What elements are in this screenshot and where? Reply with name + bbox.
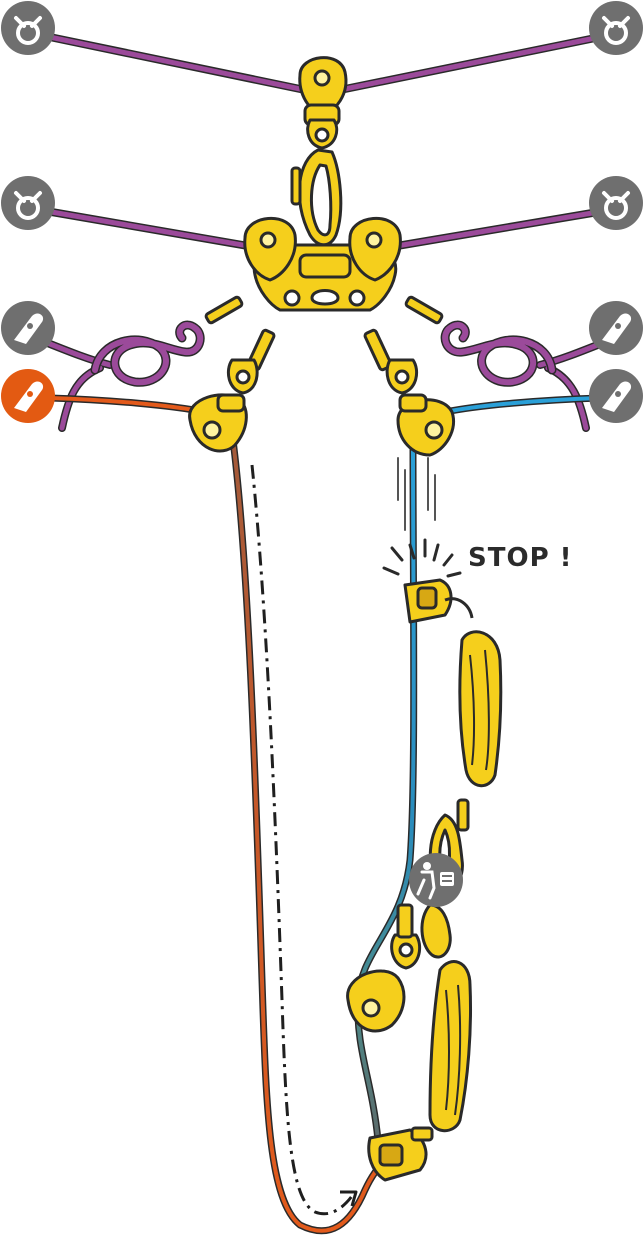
rope-clamp-icon — [1, 301, 55, 355]
pulley-left-swivel — [226, 358, 259, 395]
top-swivel — [306, 118, 339, 150]
pulley-left — [188, 393, 248, 453]
anchor-ring-icon — [1, 176, 55, 230]
rope-clamp-icon — [589, 369, 643, 423]
plate-pulley-left — [243, 217, 297, 282]
lanyard-lower — [428, 960, 473, 1133]
pulley-lower-swivel — [390, 903, 422, 970]
anchor-ropes — [36, 31, 614, 432]
hardware — [188, 56, 503, 1182]
top-pulley — [298, 56, 348, 127]
rope-clamp-icon — [589, 301, 643, 355]
motion-lines — [397, 457, 436, 531]
pulley-right — [396, 393, 455, 457]
carabiner-lower — [420, 903, 452, 959]
fall-arrester-top — [403, 578, 474, 624]
rope-clamp-active-icon — [1, 369, 55, 423]
worker-icon — [409, 853, 463, 907]
stop-callout: STOP ! — [382, 538, 573, 578]
blue-rope-descent — [354, 436, 418, 1144]
stop-label: STOP ! — [468, 543, 573, 573]
badges — [1, 1, 643, 907]
anchor-ring-icon — [589, 176, 643, 230]
motion-path-arrow — [250, 464, 358, 1216]
anchor-ring-icon — [589, 1, 643, 55]
pulley-lower — [346, 969, 406, 1033]
plate-pulley-right — [348, 217, 402, 282]
arrow-head — [340, 1190, 358, 1207]
pulley-right-swivel — [385, 358, 419, 395]
impact-lines — [382, 538, 462, 578]
anchor-ring-icon — [1, 1, 55, 55]
main-ropes — [46, 394, 604, 1235]
lanyard-upper — [458, 630, 503, 788]
carabiner-center — [290, 148, 343, 247]
fall-arrester-bottom — [367, 1126, 434, 1182]
